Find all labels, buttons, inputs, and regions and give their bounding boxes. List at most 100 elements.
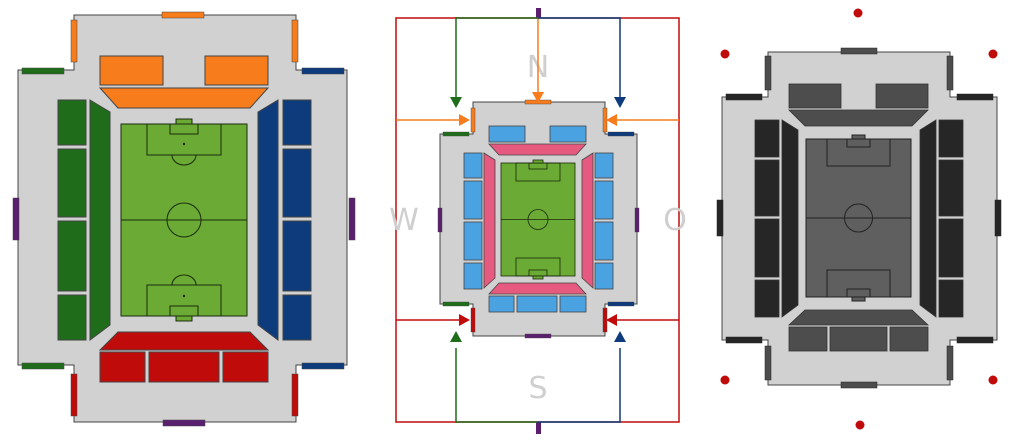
mini-gate-east-top (607, 131, 635, 137)
compass-west: W (389, 203, 419, 238)
arrow-south-left (459, 314, 470, 326)
west-block-4 (57, 294, 87, 341)
mini-gate-north-left (470, 107, 476, 133)
mono-gate-north-right (946, 55, 954, 91)
gate-south (162, 419, 206, 427)
mono-north-block-left (788, 83, 842, 109)
mono-south-block-right (889, 326, 929, 352)
arrow-east-bottom (614, 331, 626, 342)
gate-south-left (70, 373, 78, 417)
mini-gate-south (524, 333, 552, 339)
mini-east-block-4 (594, 262, 614, 290)
mini-gate-west-bottom (442, 301, 470, 307)
marker-top (853, 8, 863, 18)
mono-north-block-right (875, 83, 929, 109)
mono-north-lower-tier (788, 109, 929, 127)
stadium-routing: N S W O (389, 8, 687, 434)
mono-east-block-4 (938, 279, 964, 318)
mono-west-lower-tier (781, 119, 799, 318)
mini-north-lower-tier (488, 143, 587, 156)
gate-east (348, 197, 356, 241)
mini-gate-west (437, 207, 443, 233)
south-lower-tier (98, 331, 270, 351)
mono-gate-south (840, 381, 878, 389)
mini-south-block-center (516, 295, 558, 313)
mini-west-lower-tier (483, 152, 496, 289)
mono-markers (720, 8, 998, 430)
gate-south-right (291, 373, 299, 417)
marker-bottom-left (720, 375, 730, 385)
mini-south-block-right (559, 295, 587, 313)
mono-gate-west-top (725, 93, 763, 101)
south-block-left (99, 351, 146, 383)
arrow-south-right (606, 314, 617, 326)
mini-north-block-left (488, 125, 526, 143)
mono-west-block-4 (754, 279, 780, 318)
stadium-monochrome (716, 8, 1002, 430)
mini-north-block-right (549, 125, 587, 143)
east-block-2 (282, 148, 312, 218)
mono-gate-east-top (956, 93, 994, 101)
gate-north (161, 11, 205, 19)
mono-east-block-2 (938, 159, 964, 217)
mini-south-block-left (488, 295, 515, 313)
pitch (120, 118, 248, 322)
mini-west-block-4 (463, 262, 483, 290)
north-block-left (99, 55, 164, 86)
mini-south-lower-tier (488, 282, 587, 295)
mini-gate-south-left (470, 307, 476, 333)
east-block-3 (282, 220, 312, 292)
compass-south: S (528, 371, 547, 406)
route-feed-top (536, 8, 541, 18)
gate-east-top (301, 67, 345, 75)
east-block-4 (282, 294, 312, 341)
south-block-right (222, 351, 269, 383)
marker-top-right (988, 49, 998, 59)
mono-gate-west-bottom (725, 336, 763, 344)
marker-top-left (720, 49, 730, 59)
mini-east-block-2 (594, 180, 614, 220)
gate-west (12, 197, 20, 241)
mono-pitch (805, 134, 912, 302)
mono-east-block-3 (938, 218, 964, 278)
mono-south-lower-tier (787, 309, 930, 326)
north-block-right (204, 55, 269, 86)
arrow-north (532, 92, 544, 103)
mono-gate-south-right (946, 345, 954, 381)
mono-gate-west (716, 199, 724, 237)
gate-west-top (21, 67, 65, 75)
mono-east-block-1 (938, 119, 964, 158)
mono-gate-east (994, 199, 1002, 237)
routes (396, 17, 679, 423)
east-lower-tier (257, 99, 279, 341)
east-block-1 (282, 99, 312, 146)
gate-west-bottom (21, 362, 65, 370)
compass-east: O (663, 203, 687, 238)
mini-gate-east-bottom (607, 301, 635, 307)
west-block-1 (57, 99, 87, 146)
arrow-west-bottom (450, 331, 462, 342)
mini-east-lower-tier (581, 152, 594, 289)
mono-east-lower-tier (919, 119, 937, 318)
stadium-colored (12, 11, 356, 427)
mono-south-block-center (829, 326, 888, 352)
west-block-2 (57, 148, 87, 218)
gate-north-left (70, 19, 78, 63)
marker-bottom-right (988, 375, 998, 385)
gate-north-right (291, 19, 299, 63)
mini-gate-east (634, 207, 640, 233)
mono-south-block-left (788, 326, 828, 352)
south-block-center (148, 351, 220, 383)
mono-west-block-1 (754, 119, 780, 158)
mini-west-block-3 (463, 221, 483, 261)
north-lower-tier (98, 87, 270, 109)
mini-east-block-1 (594, 152, 614, 179)
mini-east-block-3 (594, 221, 614, 261)
west-block-3 (57, 220, 87, 292)
mini-west-block-2 (463, 180, 483, 220)
mini-west-block-1 (463, 152, 483, 179)
arrow-east-top (614, 97, 626, 108)
mono-gate-north-left (764, 55, 772, 91)
